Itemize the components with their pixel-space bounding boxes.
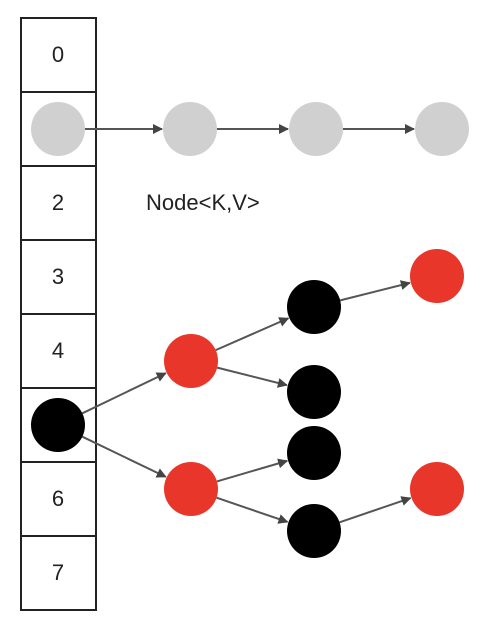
edge-t1-t3 [215, 317, 290, 352]
edge-t2-t6 [216, 496, 289, 524]
node-t2-red [164, 462, 218, 516]
node-l1-grey [163, 102, 217, 156]
edge-t2-t5 [216, 458, 289, 483]
edge-t0-t1 [81, 372, 167, 415]
node-t6-black [287, 504, 341, 558]
node-t3-black [287, 280, 341, 334]
bucket-label-3: 3 [52, 264, 64, 289]
bucket-label-2: 2 [52, 190, 64, 215]
bucket-label-7: 7 [52, 560, 64, 585]
node-t0-black [31, 398, 85, 452]
edge-t6-t8 [339, 496, 412, 524]
edge-t1-t4 [216, 366, 288, 388]
edge-t3-t7 [339, 280, 411, 302]
edges-layer [81, 124, 415, 524]
nodes-layer [31, 102, 469, 558]
node-t4-black [287, 365, 341, 419]
bucket-3 [20, 239, 97, 315]
node-t5-black [287, 426, 341, 480]
bucket-7 [20, 535, 97, 611]
node-type-caption: Node<K,V> [146, 190, 260, 215]
bucket-label-0: 0 [52, 42, 64, 67]
node-t7-red [410, 249, 464, 303]
node-t8-red [410, 462, 464, 516]
edge-t0-t2 [81, 435, 167, 478]
node-l3-grey [415, 102, 469, 156]
bucket-0 [20, 17, 97, 93]
node-l2-grey [289, 102, 343, 156]
bucket-label-6: 6 [52, 486, 64, 511]
node-l0-grey [31, 102, 85, 156]
node-t1-red [164, 334, 218, 388]
bucket-label-4: 4 [52, 338, 64, 363]
